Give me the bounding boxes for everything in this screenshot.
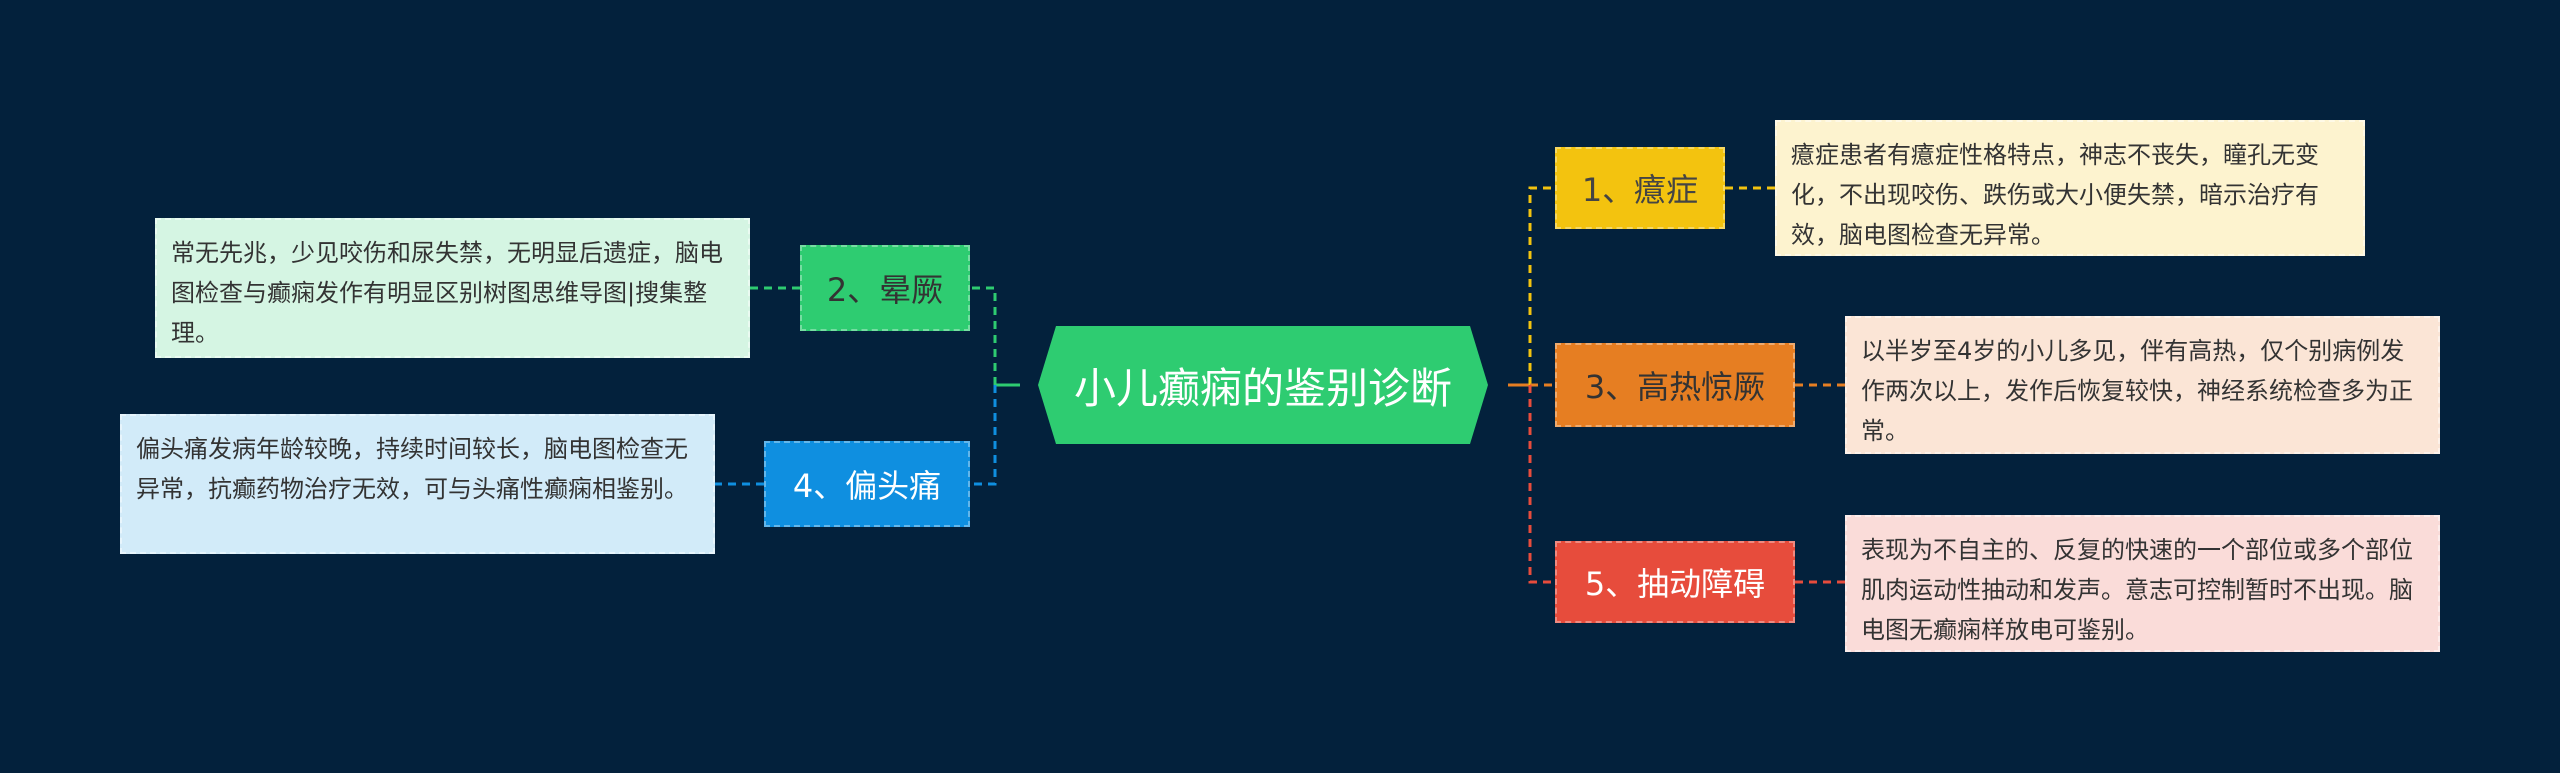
branch-link-2 bbox=[1528, 385, 1555, 584]
detail-febrile-seizure: 以半岁至4岁的小儿多见，伴有高热，仅个别病例发作两次以上，发作后恢复较快，神经系… bbox=[1845, 316, 2440, 454]
branch-hysteria-label: 1、癔症 bbox=[1581, 171, 1699, 209]
branch-link-3 bbox=[970, 286, 997, 385]
detail-migraine: 偏头痛发病年龄较晚，持续时间较长，脑电图检查无异常，抗癫药物治疗无效，可与头痛性… bbox=[120, 414, 715, 554]
detail-syncope: 常无先兆，少见咬伤和尿失禁，无明显后遗症，脑电图检查与癫痫发作有明显区别树图思维… bbox=[155, 218, 750, 358]
branch-migraine-label: 4、偏头痛 bbox=[792, 467, 942, 505]
branch-hysteria[interactable]: 1、癔症 bbox=[1555, 147, 1725, 229]
branch-link-0 bbox=[1528, 186, 1555, 385]
branch-link-4 bbox=[970, 385, 997, 486]
branch-febrile-seizure[interactable]: 3、高热惊厥 bbox=[1555, 343, 1795, 427]
central-topic-shape bbox=[1038, 326, 1488, 444]
branch-tic-disorder-label: 5、抽动障碍 bbox=[1584, 565, 1766, 603]
branch-migraine[interactable]: 4、偏头痛 bbox=[764, 441, 970, 527]
branch-febrile-seizure-label: 3、高热惊厥 bbox=[1584, 368, 1766, 406]
central-topic-label: 小儿癫痫的鉴别诊断 bbox=[1073, 363, 1452, 413]
branch-syncope-label: 2、晕厥 bbox=[826, 271, 944, 309]
branch-tic-disorder[interactable]: 5、抽动障碍 bbox=[1555, 541, 1795, 623]
detail-tic-disorder: 表现为不自主的、反复的快速的一个部位或多个部位肌肉运动性抽动和发声。意志可控制暂… bbox=[1845, 515, 2440, 652]
branch-syncope[interactable]: 2、晕厥 bbox=[800, 245, 970, 331]
detail-hysteria: 癔症患者有癔症性格特点，神志不丧失，瞳孔无变化，不出现咬伤、跌伤或大小便失禁，暗… bbox=[1775, 120, 2365, 256]
central-topic[interactable]: 小儿癫痫的鉴别诊断 bbox=[1020, 326, 1506, 444]
